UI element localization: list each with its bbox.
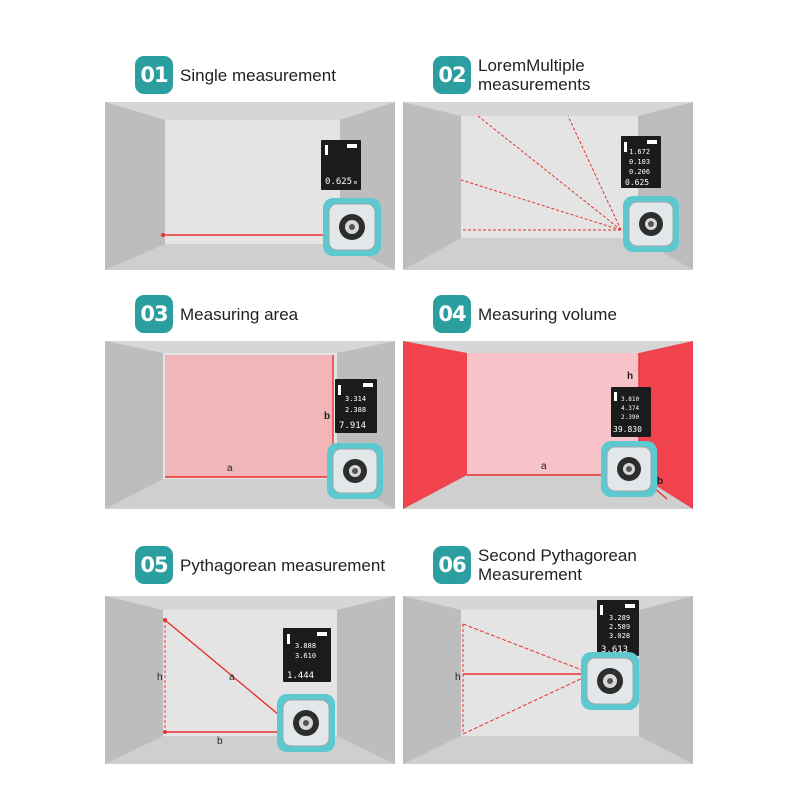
svg-text:3.810: 3.810: [621, 396, 639, 403]
device-display: 3.810 4.374 2.390 39.830: [611, 387, 651, 437]
panel-title: Measuring area: [180, 304, 299, 324]
label-a: a: [227, 463, 233, 474]
room-scene: a b 3.314 2.388 7.914: [105, 341, 395, 509]
device-display: 3.314 2.388 7.914: [335, 379, 377, 433]
laser-meter-device: [327, 443, 383, 499]
step-number-badge: 03: [135, 295, 173, 333]
laser-lines: [460, 115, 622, 231]
svg-text:3.289: 3.289: [609, 614, 630, 622]
device-display: 3.888 3.610 1.444: [283, 628, 331, 682]
laser-meter-device: [581, 652, 639, 710]
device-display: 3.289 2.589 3.028 3.613: [597, 600, 639, 656]
svg-text:3.888: 3.888: [295, 642, 316, 650]
svg-text:1.672: 1.672: [629, 148, 650, 156]
panel-title: Measuring volume: [478, 304, 617, 324]
svg-text:0.103: 0.103: [629, 158, 650, 166]
panel-header: 02 LoremMultiple measurements: [433, 53, 590, 97]
lcd-reading: 0.625: [325, 177, 352, 187]
laser-meter-device: [277, 694, 335, 752]
panel-title: Second Pythagorean Measurement: [478, 546, 637, 584]
panel-title: LoremMultiple measurements: [478, 56, 591, 94]
room-scene: a h b 3.810 4.374 2.390 39.830: [403, 341, 693, 509]
label-b: b: [217, 736, 223, 747]
measured-area: [165, 355, 333, 477]
label-b: b: [657, 476, 663, 487]
laser-meter-device: [623, 196, 679, 252]
lcd-reading: 39.830: [613, 425, 642, 434]
room-scene: h 3.289 2.589 3.028 3.613: [403, 596, 693, 764]
panel-title: Pythagorean measurement: [180, 555, 386, 575]
label-h: h: [627, 371, 633, 382]
panel-header: 06 Second Pythagorean Measurement: [433, 543, 637, 587]
lcd-reading: 1.444: [287, 671, 314, 681]
label-b: b: [324, 411, 330, 422]
laser-meter-device: [601, 441, 657, 497]
panel-title: Single measurement: [180, 65, 336, 85]
step-number-badge: 01: [135, 56, 173, 94]
svg-text:4.374: 4.374: [621, 405, 639, 412]
lcd-reading: 7.914: [339, 421, 366, 431]
panel-header: 03 Measuring area: [135, 292, 298, 336]
label-h: h: [157, 672, 163, 683]
svg-text:3.314: 3.314: [345, 395, 366, 403]
device-display: 0.625 m: [321, 140, 361, 190]
panel-header: 04 Measuring volume: [433, 292, 617, 336]
label-a: a: [541, 461, 547, 472]
label-h: h: [455, 672, 461, 683]
svg-text:2.589: 2.589: [609, 623, 630, 631]
room-scene: h a b 3.888 3.610 1.444: [105, 596, 395, 764]
svg-text:3.028: 3.028: [609, 632, 630, 640]
lcd-reading: 0.625: [625, 178, 649, 187]
lcd-reading: 3.613: [601, 645, 628, 655]
left-wall-volume: [403, 341, 467, 509]
step-number-badge: 05: [135, 546, 173, 584]
svg-text:3.610: 3.610: [295, 652, 316, 660]
step-number-badge: 04: [433, 295, 471, 333]
svg-text:2.388: 2.388: [345, 406, 366, 414]
svg-text:m: m: [354, 180, 357, 186]
svg-text:2.390: 2.390: [621, 414, 639, 421]
step-number-badge: 06: [433, 546, 471, 584]
device-display: 1.672 0.103 0.206 0.625: [621, 136, 661, 188]
room-scene: 1.672 0.103 0.206 0.625: [403, 102, 693, 270]
panel-header: 01 Single measurement: [135, 53, 336, 97]
laser-meter-device: [323, 198, 381, 256]
panel-header: 05 Pythagorean measurement: [135, 543, 385, 587]
step-number-badge: 02: [433, 56, 471, 94]
room-scene: 0.625 m: [105, 102, 395, 270]
svg-text:0.206: 0.206: [629, 168, 650, 176]
laser-point: [161, 233, 165, 237]
label-a: a: [229, 672, 235, 683]
